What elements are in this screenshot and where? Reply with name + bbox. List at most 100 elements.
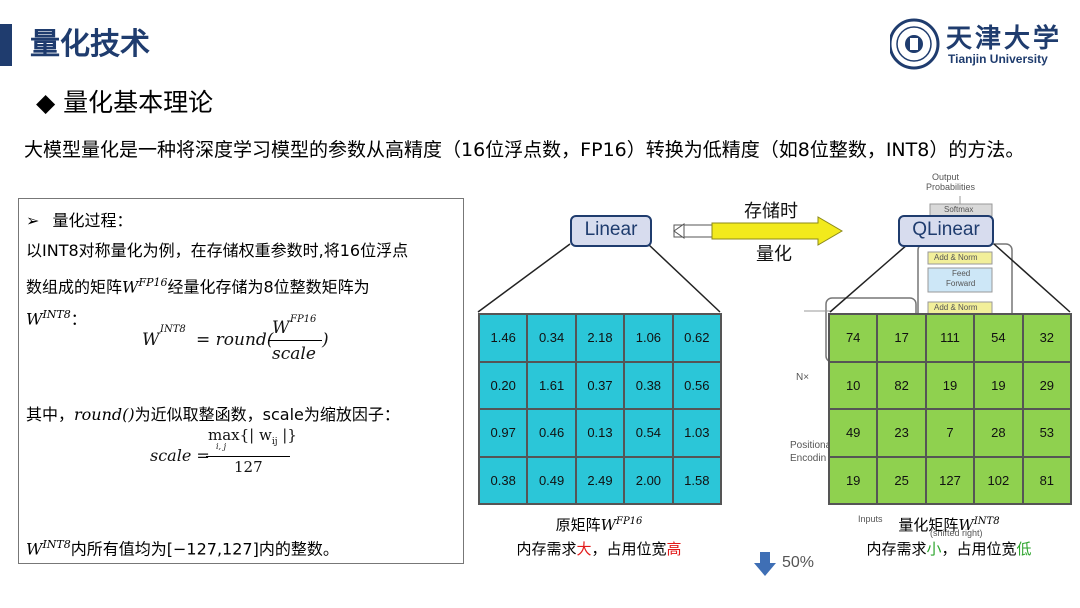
encoding-label: Encodin <box>790 453 827 464</box>
fp16-cell: 1.61 <box>527 361 576 409</box>
fp16-cell: 0.97 <box>479 409 528 457</box>
fp16-cell: 0.20 <box>479 361 528 409</box>
fp16-cell: 0.46 <box>527 409 576 457</box>
add-norm-label: Add & Norm <box>934 253 978 262</box>
int8-cell: 10 <box>829 361 878 409</box>
int8-cell: 49 <box>829 409 878 457</box>
int8-caption-text: 量化矩阵 <box>898 516 959 534</box>
symbol-w: W <box>958 516 974 534</box>
symbol-w: W <box>600 516 617 534</box>
int8-cell: 25 <box>877 456 926 504</box>
symbol-sup-fp16: FP16 <box>138 276 168 289</box>
formula1-lhs-sup: INT8 <box>160 324 186 335</box>
int8-cell: 81 <box>1022 456 1071 504</box>
colon: ： <box>70 309 87 329</box>
fraction-line <box>206 456 290 457</box>
fp16-cell: 2.00 <box>624 456 673 504</box>
fp16-caption: 原矩阵WFP16 <box>478 514 720 535</box>
quantize-arrow-icon <box>673 216 843 246</box>
memory-low: 小 <box>926 540 942 558</box>
fp16-cell: 0.38 <box>479 456 528 504</box>
symbol-sup-fp16: FP16 <box>616 516 643 527</box>
symbol-sup-int8: INT8 <box>42 308 71 321</box>
int8-cell: 17 <box>877 314 926 362</box>
arrow-label-top: 存储时 <box>744 201 798 222</box>
formula2-sub: ij <box>271 437 278 447</box>
probabilities-label: Probabilities <box>926 182 976 192</box>
process-line-5-b: 内所有值均为[−127,127]内的整数。 <box>70 539 339 559</box>
fp16-cell: 2.49 <box>575 456 625 504</box>
intro-paragraph: 大模型量化是一种将深度学习模型的参数从高精度（16位浮点数，FP16）转换为低精… <box>24 139 1025 161</box>
process-line-4-b: 为近似取整函数，scale为缩放因子： <box>134 405 400 424</box>
page-title: 量化技术 <box>30 27 150 62</box>
softmax-label: Softmax <box>944 205 974 214</box>
forward-label: Forward <box>946 279 976 288</box>
process-line-1: 以INT8对称量化为例，在存储权重参数时,将16位浮点 <box>26 241 409 260</box>
logo-text-chinese: 天津大学 <box>946 24 1063 54</box>
symbol-w: W <box>26 309 43 329</box>
formula1-round: = round( <box>196 330 274 350</box>
memory-high: 大 <box>576 540 592 558</box>
formula2-numerator: max{| wij |} <box>208 426 297 447</box>
quantization-process-box <box>18 198 464 564</box>
fp16-cell: 0.38 <box>624 361 673 409</box>
fp16-memory-note: 内存需求大，占用位宽高 <box>478 538 720 559</box>
int8-cell: 23 <box>877 409 926 457</box>
int8-memory-note: 内存需求小，占用位宽低 <box>828 538 1070 559</box>
process-line-4: 其中，round()为近似取整函数，scale为缩放因子： <box>26 404 400 426</box>
int8-cell: 32 <box>1022 314 1071 362</box>
shifted-right-label: (shifted right) <box>930 528 983 538</box>
int8-cell: 7 <box>925 409 975 457</box>
formula1-denominator: scale <box>272 344 316 364</box>
fp16-cell: 1.58 <box>672 456 721 504</box>
qlinear-node: QLinear <box>898 215 994 247</box>
symbol-sup-int8: INT8 <box>42 538 71 551</box>
memory-text: 内存需求 <box>516 540 577 558</box>
fp16-cell: 0.62 <box>672 314 721 362</box>
nx-label: N× <box>796 372 810 383</box>
positional-label: Positiona <box>790 440 832 451</box>
int8-cell: 53 <box>1022 409 1071 457</box>
formula1-numerator-sup: FP16 <box>290 314 317 325</box>
int8-cell: 28 <box>974 409 1023 457</box>
symbol-w: W <box>122 277 139 297</box>
linear-node: Linear <box>570 215 652 247</box>
process-heading-text: 量化过程： <box>52 211 133 230</box>
fp16-cell: 1.46 <box>479 314 528 362</box>
process-heading: ➢ 量化过程： <box>26 210 133 232</box>
fp16-cell: 1.06 <box>624 314 673 362</box>
formula1-close: ) <box>322 330 329 350</box>
feed-label: Feed <box>952 269 971 278</box>
formula2-close: |} <box>277 426 297 444</box>
formula-scale: scale = max{| wij |} i, j 127 <box>150 426 350 480</box>
university-seal-icon <box>890 18 940 70</box>
bitwidth-text: ，占用位宽 <box>941 540 1017 558</box>
section-subtitle: ◆ 量化基本理论 <box>36 88 214 117</box>
formula2-denominator: 127 <box>234 458 263 476</box>
process-line-2-a: 数组成的矩阵 <box>26 277 123 297</box>
bullet-arrow-icon: ➢ <box>26 211 40 230</box>
int8-cell: 19 <box>974 361 1023 409</box>
formula1-lhs: W <box>142 330 160 350</box>
fraction-line <box>268 340 322 341</box>
fp16-cell: 0.37 <box>575 361 625 409</box>
int8-cell: 19 <box>925 361 975 409</box>
fp16-cell: 0.56 <box>672 361 721 409</box>
output-label: Output <box>932 172 960 182</box>
fp16-caption-text: 原矩阵 <box>555 516 601 534</box>
process-line-2-b: 经量化存储为8位整数矩阵为 <box>167 277 370 297</box>
bitwidth-high: 高 <box>666 540 682 558</box>
fp16-cell: 1.03 <box>672 409 721 457</box>
process-line-5: WINT8内所有值均为[−127,127]内的整数。 <box>26 534 339 560</box>
arrow-label-bottom: 量化 <box>756 244 792 265</box>
bitwidth-low: 低 <box>1016 540 1032 558</box>
formula2-under: i, j <box>216 442 227 451</box>
int8-cell: 54 <box>974 314 1023 362</box>
process-line-4-a: 其中， <box>26 405 75 424</box>
projection-lines <box>477 243 1071 313</box>
fp16-cell: 0.54 <box>624 409 673 457</box>
symbol-w: W <box>26 539 43 559</box>
reduction-percent: 50% <box>782 554 815 571</box>
logo-text-english: Tianjin University <box>948 52 1048 66</box>
